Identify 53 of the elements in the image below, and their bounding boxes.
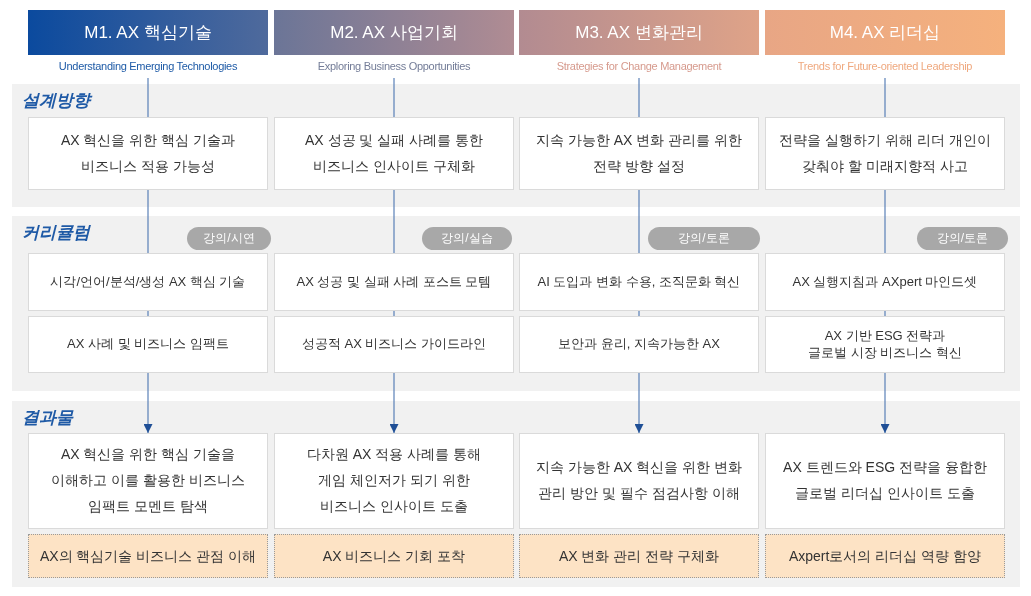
content-box: 성공적 AX 비즈니스 가이드라인 bbox=[274, 316, 514, 373]
content-box: AX 실행지침과 AXpert 마인드셋 bbox=[765, 253, 1005, 311]
subtitle: Trends for Future-oriented Leadership bbox=[797, 60, 973, 72]
content-box: AI 도입과 변화 수용, 조직문화 혁신 bbox=[519, 253, 759, 311]
arrow bbox=[143, 372, 153, 434]
content-box: AX 성공 및 실패 사례를 통한 비즈니스 인사이트 구체화 bbox=[274, 117, 514, 190]
content-box: AX 사례 및 비즈니스 임팩트 bbox=[28, 316, 268, 373]
section-heading: 결과물 bbox=[22, 407, 73, 429]
content-box: AX 성공 및 실패 사례 포스트 모템 bbox=[274, 253, 514, 311]
connector-line bbox=[884, 310, 886, 317]
outcome-box: AX의 핵심기술 비즈니스 관점 이해 bbox=[28, 534, 268, 578]
connector-line bbox=[393, 310, 395, 317]
content-box: 다차원 AX 적용 사례를 통해 게임 체인저가 되기 위한 비즈니스 인사이트 도출 bbox=[274, 433, 514, 529]
content-box: 시각/언어/분석/생성 AX 핵심 기술 bbox=[28, 253, 268, 311]
content-box: AX 혁신을 위한 핵심 기술을 이해하고 이를 활용한 비즈니스 임팩트 모멘트 탐색 bbox=[28, 433, 268, 529]
section-heading: 커리큘럼 bbox=[22, 222, 90, 244]
connector-line bbox=[884, 77, 886, 118]
subtitle: Strategies for Change Management bbox=[556, 60, 722, 72]
connector-line bbox=[638, 77, 640, 118]
header-bar: M3. AX 변화관리 bbox=[519, 10, 759, 55]
subtitle: Understanding Emerging Technologies bbox=[58, 60, 238, 72]
content-box: 지속 가능한 AX 변화 관리를 위한 전략 방향 설정 bbox=[519, 117, 759, 190]
connector-line bbox=[147, 310, 149, 317]
content-box: AX 혁신을 위한 핵심 기술과 비즈니스 적용 가능성 bbox=[28, 117, 268, 190]
content-box: 전략을 실행하기 위해 리더 개인이 갖춰야 할 미래지향적 사고 bbox=[765, 117, 1005, 190]
connector-line bbox=[638, 310, 640, 317]
content-box: AX 기반 ESG 전략과 글로벌 시장 비즈니스 혁신 bbox=[765, 316, 1005, 373]
connector-line bbox=[393, 189, 395, 254]
section-band bbox=[12, 216, 1020, 391]
content-box: AX 트렌드와 ESG 전략을 융합한 글로벌 리더십 인사이트 도출 bbox=[765, 433, 1005, 529]
connector-line bbox=[884, 189, 886, 254]
arrow bbox=[634, 372, 644, 434]
content-box: 지속 가능한 AX 혁신을 위한 변화 관리 방안 및 필수 점검사항 이해 bbox=[519, 433, 759, 529]
section-band bbox=[12, 84, 1020, 207]
outcome-box: AX 비즈니스 기회 포착 bbox=[274, 534, 514, 578]
outcome-box: AX 변화 관리 전략 구체화 bbox=[519, 534, 759, 578]
connector-line bbox=[393, 77, 395, 118]
arrow bbox=[880, 372, 890, 434]
method-tag: 강의/실습 bbox=[422, 227, 512, 250]
connector-line bbox=[638, 189, 640, 254]
outcome-box: Axpert로서의 리더십 역량 함양 bbox=[765, 534, 1005, 578]
section-band bbox=[12, 401, 1020, 587]
arrow bbox=[389, 372, 399, 434]
connector-line bbox=[147, 189, 149, 254]
header-bar: M4. AX 리더십 bbox=[765, 10, 1005, 55]
header-bar: M1. AX 핵심기술 bbox=[28, 10, 268, 55]
connector-line bbox=[147, 77, 149, 118]
method-tag: 강의/토론 bbox=[917, 227, 1008, 250]
subtitle: Exploring Business Opportunities bbox=[317, 60, 471, 72]
header-bar: M2. AX 사업기회 bbox=[274, 10, 514, 55]
method-tag: 강의/시연 bbox=[187, 227, 271, 250]
content-box: 보안과 윤리, 지속가능한 AX bbox=[519, 316, 759, 373]
method-tag: 강의/토론 bbox=[648, 227, 760, 250]
